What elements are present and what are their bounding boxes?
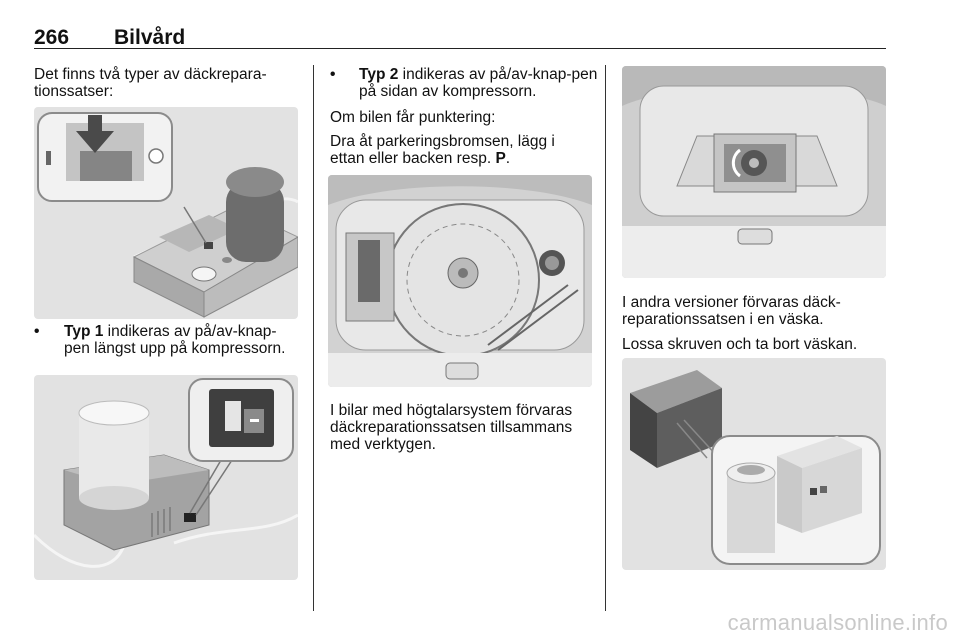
figure-trunk-spare-well (328, 175, 592, 387)
instruction-prefix: Dra åt parkeringsbromsen, lägg i ettan e… (330, 133, 555, 167)
instruction-suffix: . (505, 150, 511, 167)
type1-text: indikeras av på/av-knap-pen längst upp p… (64, 323, 286, 357)
page-number: 266 (34, 26, 70, 49)
page-header: 266 Bilvård (34, 18, 886, 49)
type2-text: indikeras av på/av-knap-pen på sidan av … (359, 66, 598, 100)
column-divider-2 (605, 65, 606, 611)
figure-compressor-side-switch (34, 375, 298, 580)
type2-label: Typ 2 (359, 66, 399, 83)
list-item-type2: • Typ 2 indikeras av på/av-knap-pen på s… (330, 66, 598, 100)
figure-compressor-type1 (34, 107, 298, 319)
speaker-system-text: I bilar med högtalarsystem förvaras däck… (330, 402, 573, 453)
instruction-text: Dra åt parkeringsbromsen, lägg i ettan e… (330, 133, 590, 167)
list-item-type1: • Typ 1 indikeras av på/av-knap-pen läng… (34, 323, 286, 357)
figure-trunk-floor (622, 66, 886, 278)
bag-storage-text: I andra versioner förvaras däck-reparati… (622, 294, 841, 328)
section-title: Bilvård (114, 26, 186, 49)
flat-tire-heading: Om bilen får punktering: (330, 109, 496, 126)
intro-text: Det finns två typer av däckrepara-tionss… (34, 66, 267, 100)
figure-repair-kit-bag (622, 358, 886, 570)
remove-bag-text: Lossa skruven och ta bort väskan. (622, 336, 858, 353)
column-divider-1 (313, 65, 314, 611)
watermark: carmanualsonline.info (727, 610, 948, 635)
gear-p-label: P (495, 150, 506, 167)
type1-label: Typ 1 (64, 323, 104, 340)
